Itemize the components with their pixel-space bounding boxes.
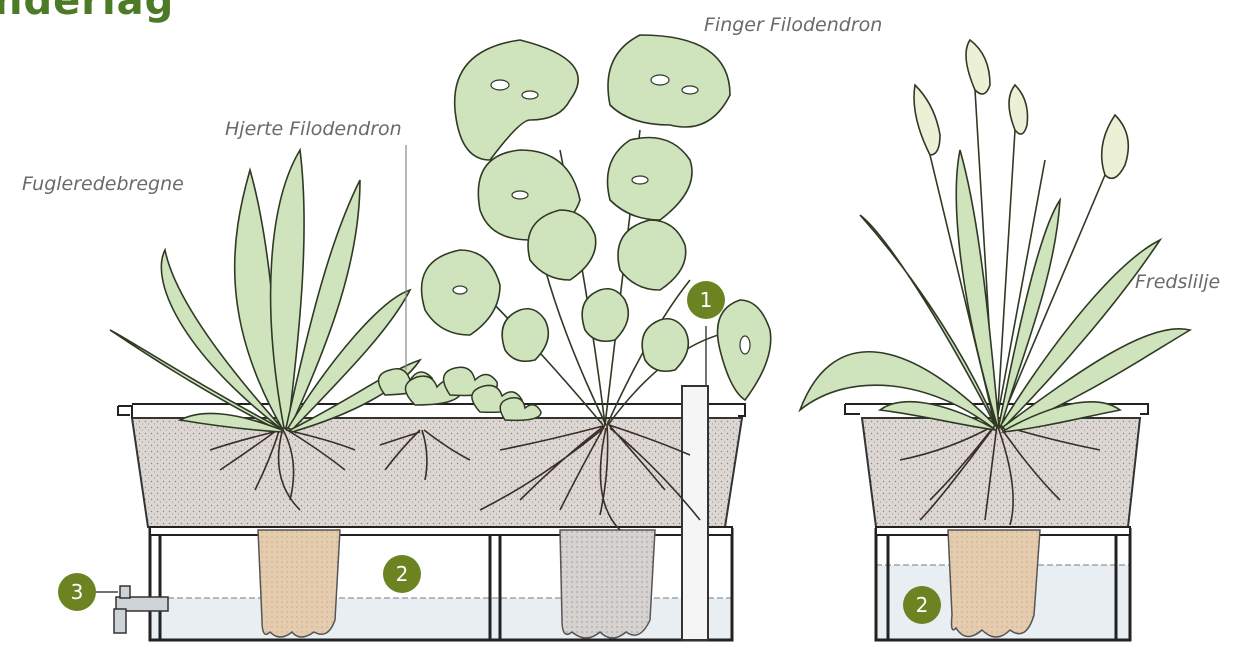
label-fredslilje: Fredslilje — [1135, 271, 1220, 293]
callout-water-level-indicator: 1 — [687, 281, 725, 319]
label-fugleredebregne: Fugleredebregne — [22, 173, 184, 195]
right-planter — [800, 40, 1190, 640]
peace-lily — [800, 40, 1190, 432]
callout-water-reservoir-left: 2 — [383, 555, 421, 593]
monstera — [422, 35, 771, 425]
left-wick-1 — [258, 530, 340, 637]
callout-drain-tap: 3 — [58, 573, 96, 611]
left-wick-2 — [560, 530, 655, 638]
right-wick — [948, 530, 1040, 637]
label-hjerte-filodendron: Hjerte Filodendron — [225, 118, 402, 140]
callout-water-reservoir-right: 2 — [903, 586, 941, 624]
left-planter — [96, 35, 771, 640]
label-finger-filodendron: Finger Filodendron — [704, 14, 882, 36]
